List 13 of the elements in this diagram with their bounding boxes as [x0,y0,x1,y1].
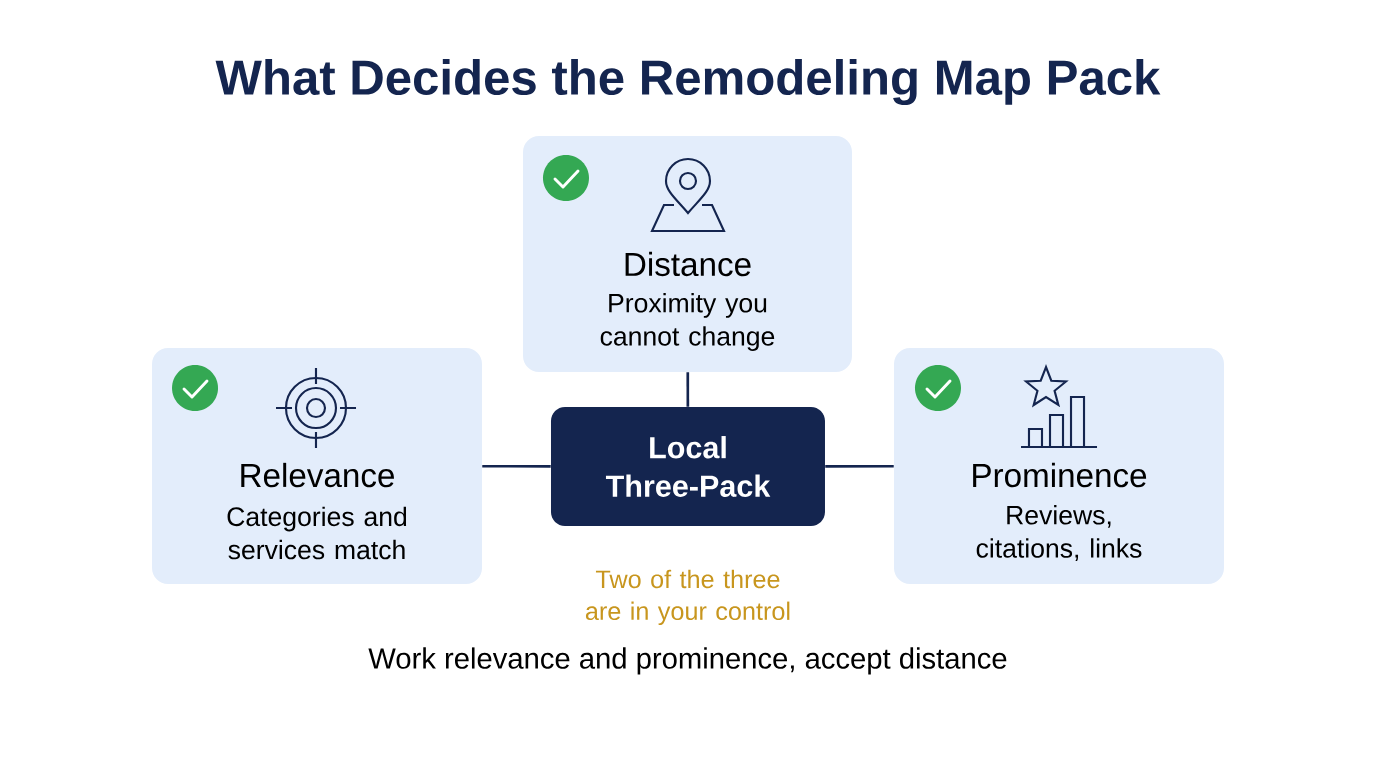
connector-line [482,464,551,468]
note-text: Two of the three are in your control [585,569,790,626]
card-text: Proximity you cannot change [600,293,775,351]
card-text: Reviews, citations, links [976,505,1142,561]
card-heading: Prominence [973,462,1147,488]
connector-line [825,464,894,468]
summary-text: Work relevance and prominence, accept distance [368,647,1007,675]
title: What Decides the Remodeling Map Pack [215,59,1161,106]
card-heading: Distance [625,251,751,277]
connector-line [686,372,690,407]
card-heading: Relevance [241,462,394,488]
card-text: Categories and services match [227,506,407,560]
hub-box: Local Three-Pack [551,407,825,526]
